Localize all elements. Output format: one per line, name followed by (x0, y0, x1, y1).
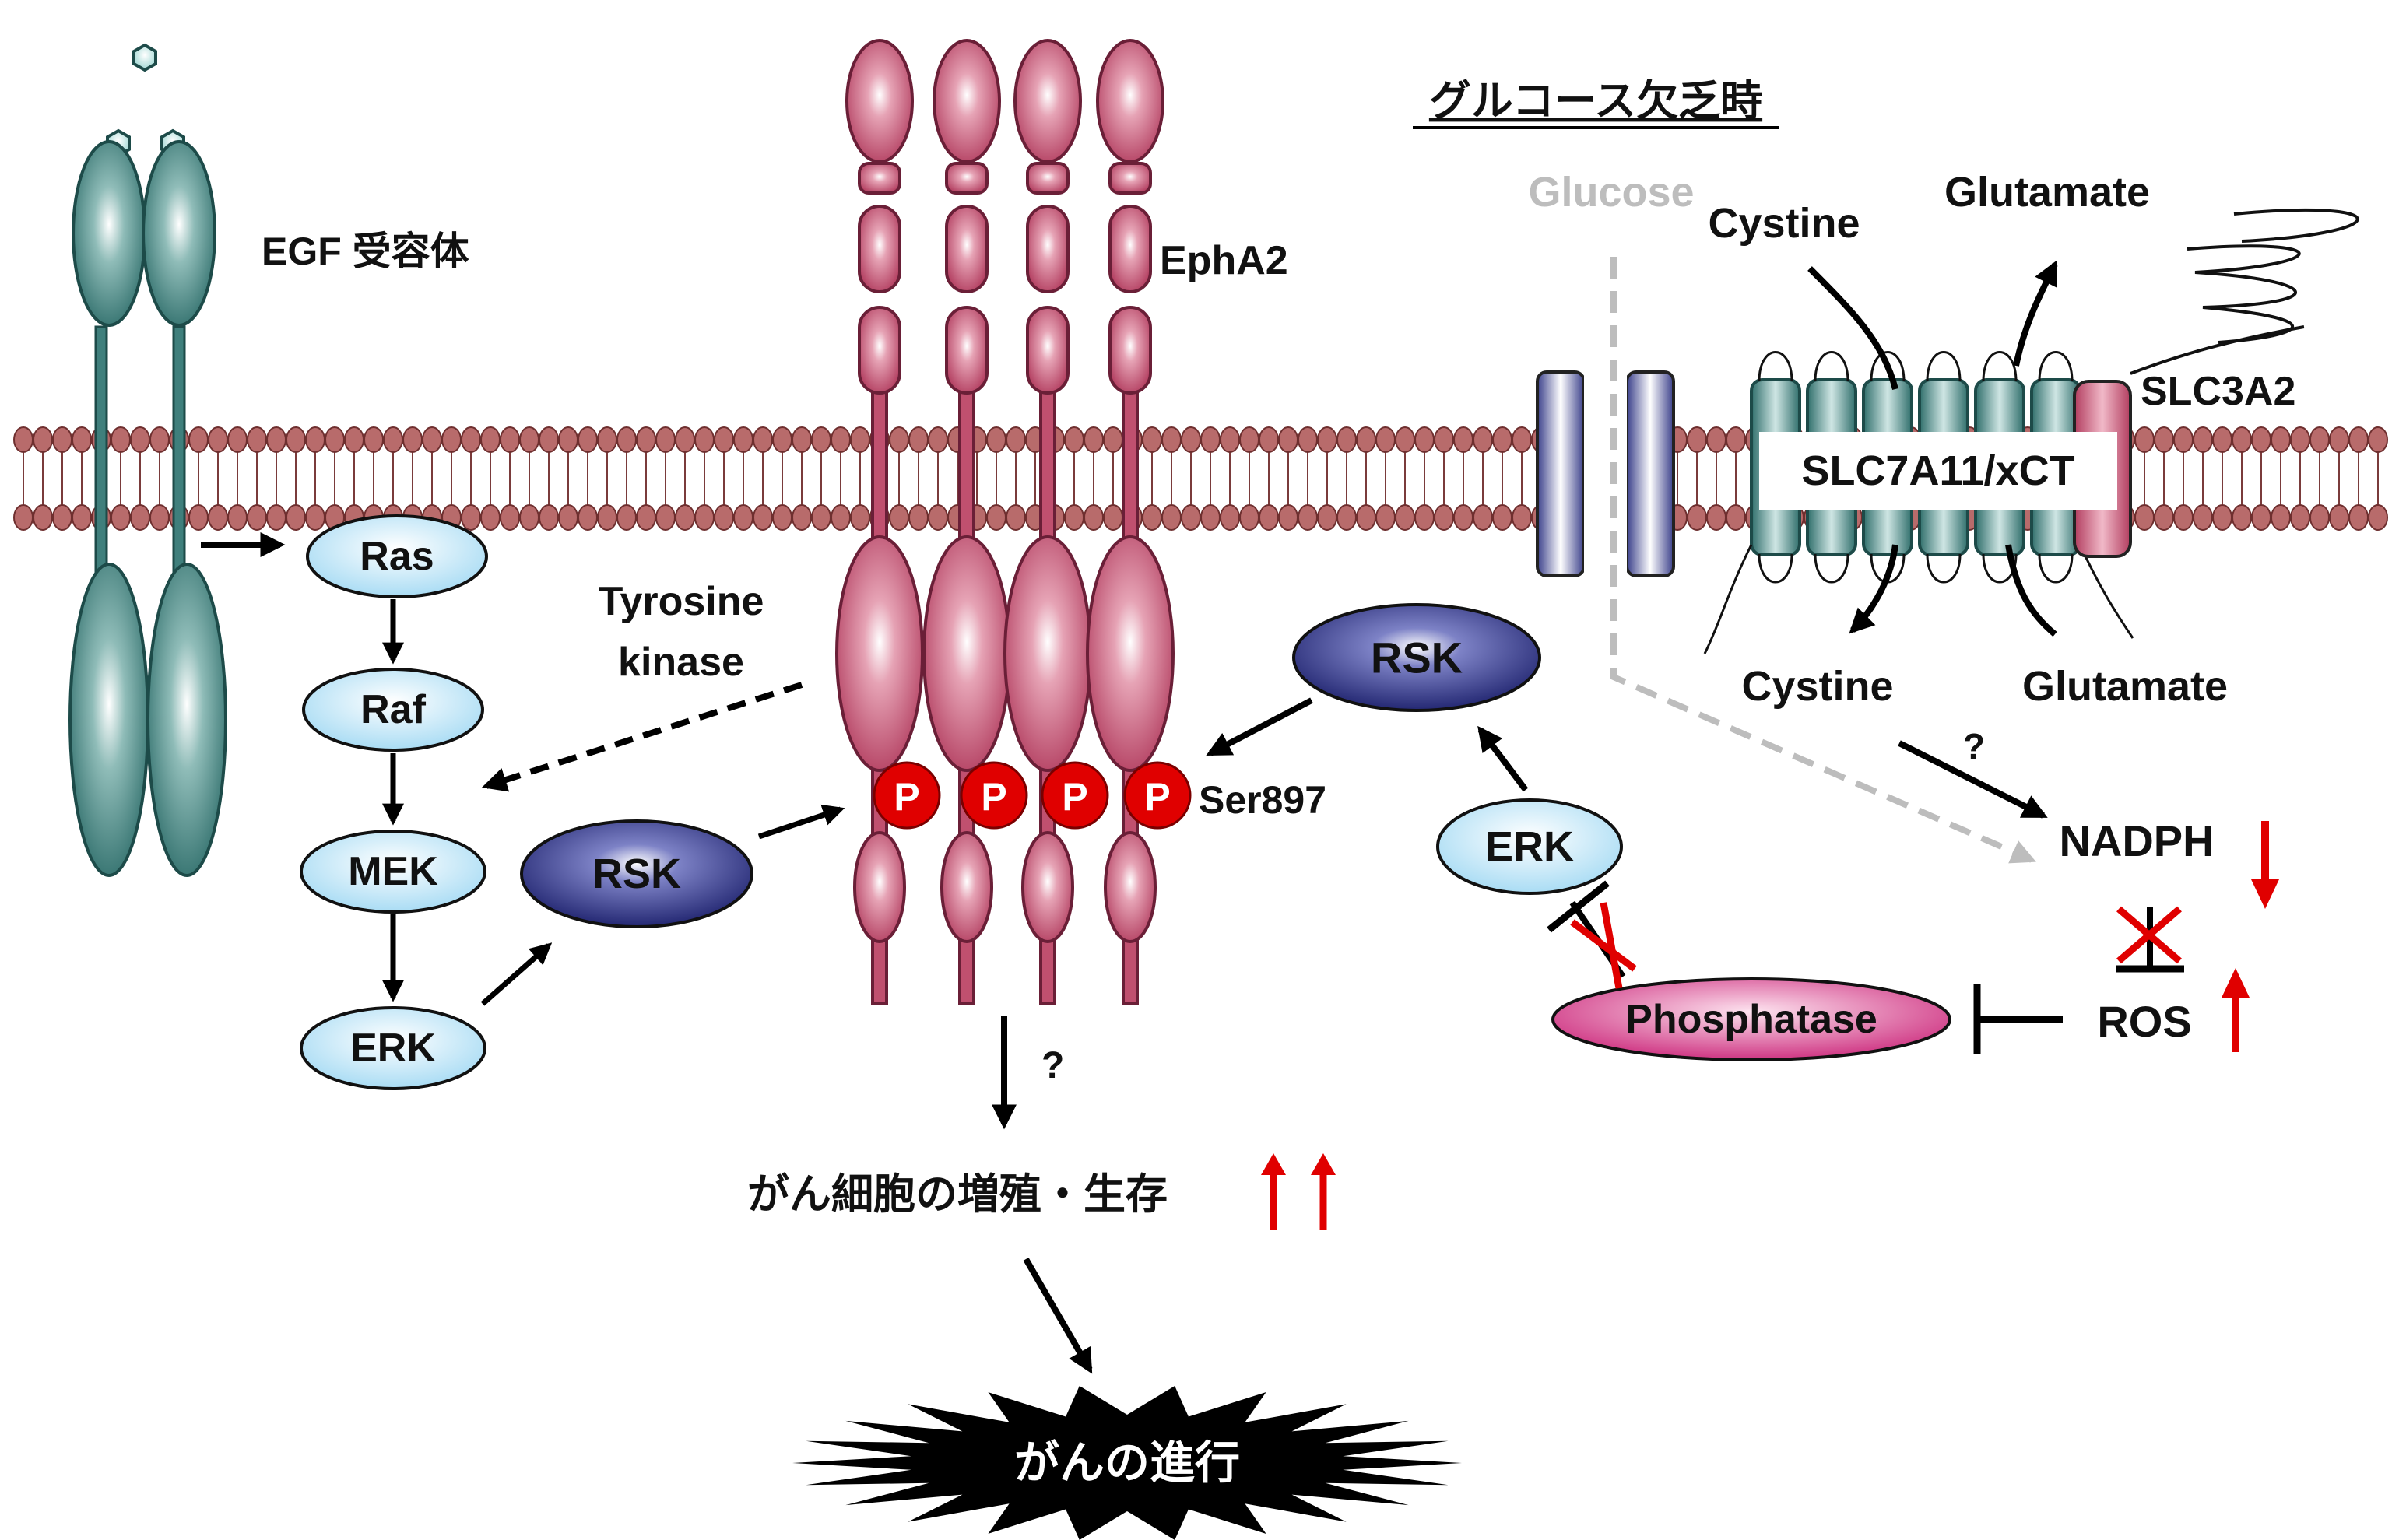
epha2-monomer (1086, 39, 1175, 1005)
erk-node (300, 1006, 486, 1090)
epha2-monomer (922, 39, 1011, 1005)
phospho-label: P (1144, 775, 1170, 819)
slc3a2-label: SLC3A2 (2141, 369, 2295, 414)
egf-receptor-label: EGF 受容体 (262, 230, 469, 273)
down-arrow-icon (2251, 821, 2279, 909)
rsk-label: RSK (592, 851, 681, 897)
up-arrow-icon (1261, 1153, 1286, 1230)
erk-right-node (1436, 798, 1623, 895)
mek-node (300, 830, 486, 914)
rsk-right-label: RSK (1371, 633, 1463, 682)
progression-label: がんの進行 (1014, 1438, 1240, 1489)
blocked-x-icon (1570, 902, 1637, 989)
mek-label: MEK (348, 849, 438, 894)
cystine-in-label: Cystine (1741, 663, 1893, 710)
rsk-right-node (1292, 603, 1541, 712)
nadph-question: ? (1963, 726, 1985, 766)
egf-receptor (68, 43, 227, 877)
left-pathway: Ras Raf MEK ERK RSK (201, 514, 845, 1090)
phospho-label: P (1062, 775, 1087, 819)
phosphatase-label: Phosphatase (1625, 997, 1877, 1042)
phospho-label: P (894, 775, 919, 819)
epha2-receptor (835, 39, 1175, 1005)
cystine-out-label: Cystine (1708, 200, 1860, 247)
phospho-circle (1041, 761, 1109, 830)
nadph-label: NADPH (2059, 816, 2214, 865)
ras-label: Ras (360, 534, 434, 579)
blocked-x-icon (2116, 906, 2182, 964)
diagram-title: グルコース欠乏時 (1429, 78, 1762, 125)
up-arrow-icon (1311, 1153, 1336, 1230)
center-question: ? (1041, 1045, 1064, 1086)
phosphatase-node (1551, 977, 1951, 1061)
ser897-label: Ser897 (1199, 778, 1326, 822)
phospho-circle (1123, 761, 1192, 830)
up-arrow-icon (2222, 968, 2250, 1052)
rsk-node (520, 819, 753, 928)
center-outcome (792, 1016, 1462, 1540)
slc7a11-label: SLC7A11/xCT (1801, 447, 2074, 494)
progression-burst-icon (792, 1386, 1462, 1540)
raf-label: Raf (360, 687, 426, 732)
egf-ligand-icon (132, 43, 157, 72)
ras-node (306, 514, 488, 598)
glucose-transporter (1536, 370, 1675, 577)
erk-label: ERK (350, 1026, 436, 1071)
glutamate-in-label: Glutamate (2022, 663, 2228, 710)
survival-label: がん細胞の増殖・生存 (747, 1171, 1168, 1218)
raf-node (302, 668, 484, 752)
phospho-circle (960, 761, 1028, 830)
epha2-monomer (835, 39, 924, 1005)
glucose-label: Glucose (1528, 169, 1694, 216)
epha2-monomer (1003, 39, 1092, 1005)
erk-right-label: ERK (1485, 823, 1574, 870)
phospho-circle (873, 761, 941, 830)
ros-label: ROS (2097, 997, 2191, 1046)
epha2-label: EphA2 (1160, 238, 1288, 283)
kinase-label: kinase (618, 640, 744, 685)
tyrosine-label: Tyrosine (599, 579, 764, 624)
glutamate-out-label: Glutamate (1944, 169, 2150, 216)
phospho-label: P (981, 775, 1006, 819)
